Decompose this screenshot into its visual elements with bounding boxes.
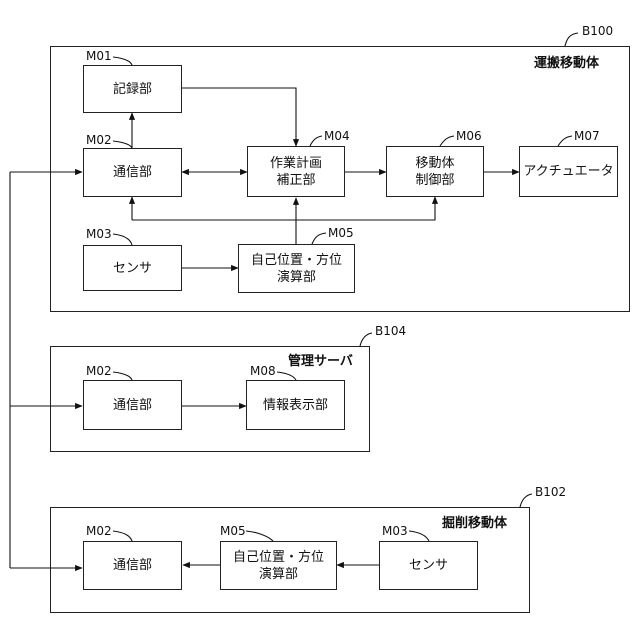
group-ref-b102: B102 <box>535 485 566 499</box>
leader-m02a <box>113 141 132 148</box>
leader-m03a <box>113 234 132 245</box>
arrow-recorder-to-planner <box>182 88 296 146</box>
server-comm-block: 通信部 <box>83 380 182 430</box>
group-ref-b104: B104 <box>375 324 406 338</box>
leader-m06 <box>440 136 454 146</box>
motion-control-code: M06 <box>456 129 482 143</box>
info-display-code: M08 <box>250 364 276 378</box>
transport-sensor-code: M03 <box>86 227 112 241</box>
leader-b102 <box>520 494 532 507</box>
transport-comm-block: 通信部 <box>83 148 182 197</box>
leader-b100 <box>565 33 578 46</box>
leader-m05a <box>312 233 326 244</box>
leader-m03b <box>409 531 429 541</box>
leader-m01 <box>113 57 132 65</box>
leader-m04 <box>310 136 322 146</box>
leader-m02c <box>113 531 132 541</box>
transport-pose-code: M05 <box>328 226 354 240</box>
leader-m07 <box>558 136 572 146</box>
recorder-code: M01 <box>86 49 112 63</box>
group-ref-b100: B100 <box>582 24 613 38</box>
excavator-comm-code: M02 <box>86 524 112 538</box>
excavator-sensor-code: M03 <box>382 524 408 538</box>
group-title-excavator: 掘削移動体 <box>442 512 507 531</box>
group-title-server: 管理サーバ <box>288 350 353 369</box>
motion-control-block: 移動体 制御部 <box>386 146 484 197</box>
leader-m05b <box>246 531 273 541</box>
actuator-block: アクチュエータ <box>519 146 618 197</box>
excavator-pose-code: M05 <box>220 524 246 538</box>
excavator-comm-block: 通信部 <box>83 541 182 590</box>
leader-m02b <box>113 372 132 380</box>
leader-b104 <box>360 333 372 346</box>
planner-code: M04 <box>324 129 350 143</box>
info-display-block: 情報表示部 <box>246 380 345 430</box>
excavator-pose-block: 自己位置・方位 演算部 <box>220 541 337 590</box>
excavator-sensor-block: センサ <box>379 541 478 590</box>
bus-to-motion <box>132 197 435 220</box>
transport-comm-code: M02 <box>86 133 112 147</box>
actuator-code: M07 <box>574 129 600 143</box>
leader-m08 <box>277 372 296 380</box>
server-comm-code: M02 <box>86 364 112 378</box>
recorder-block: 記録部 <box>83 65 182 113</box>
group-title-transport: 運搬移動体 <box>534 52 599 71</box>
transport-sensor-block: センサ <box>83 245 182 291</box>
planner-block: 作業計画 補正部 <box>247 146 345 197</box>
transport-pose-block: 自己位置・方位 演算部 <box>238 244 355 293</box>
